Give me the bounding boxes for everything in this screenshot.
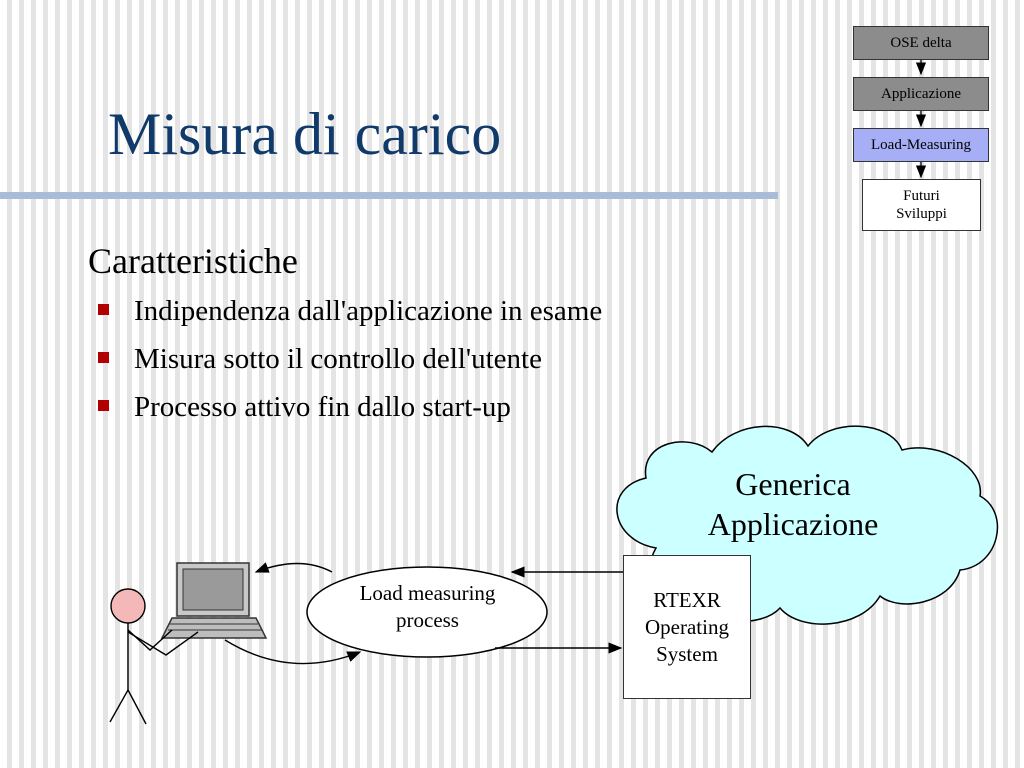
bullet-square-icon — [98, 400, 109, 411]
load-process-label-line: process — [396, 608, 459, 632]
bullet-list: Indipendenza dall'applicazione in esame … — [98, 290, 638, 434]
load-process-label: Load measuring process — [330, 580, 525, 634]
process-to-laptop-arrow — [254, 562, 333, 573]
bullet-square-icon — [98, 352, 109, 363]
cloud-label-line: Applicazione — [707, 506, 879, 542]
cloud-label: Generica Applicazione — [690, 464, 896, 544]
bullet-square-icon — [98, 304, 109, 315]
flow-step-ose-delta: OSE delta — [853, 26, 989, 60]
laptop-to-process-arrow — [224, 639, 362, 665]
bullet-item: Processo attivo fin dallo start-up — [98, 386, 638, 428]
load-process-ellipse — [306, 566, 548, 658]
cloud-label-line: Generica — [735, 466, 851, 502]
flow-step-futuri-sviluppi: Futuri Sviluppi — [862, 179, 981, 231]
flow-step-applicazione: Applicazione — [853, 77, 989, 111]
laptop-icon — [160, 562, 268, 639]
section-heading: Caratteristiche — [88, 241, 298, 281]
flow-step-text: Sviluppi — [896, 206, 947, 222]
flow-step-text: Futuri — [903, 188, 940, 204]
bullet-text: Misura sotto il controllo dell'utente — [134, 343, 542, 375]
title-underline — [0, 192, 778, 199]
user-stick-figure-icon — [109, 588, 199, 725]
bullet-item: Misura sotto il controllo dell'utente — [98, 338, 638, 380]
bullet-item: Indipendenza dall'applicazione in esame — [98, 290, 638, 332]
load-process-label-line: Load measuring — [359, 581, 496, 605]
os-box: RTEXR Operating System — [623, 555, 751, 699]
os-box-line: RTEXR — [653, 587, 721, 612]
flow-step-load-measuring: Load-Measuring — [853, 128, 989, 162]
bullet-text: Indipendenza dall'applicazione in esame — [134, 295, 603, 327]
bullet-text: Processo attivo fin dallo start-up — [134, 391, 511, 423]
os-box-line: System — [656, 641, 718, 666]
slide-title: Misura di carico — [108, 101, 502, 167]
os-box-line: Operating — [645, 614, 729, 639]
